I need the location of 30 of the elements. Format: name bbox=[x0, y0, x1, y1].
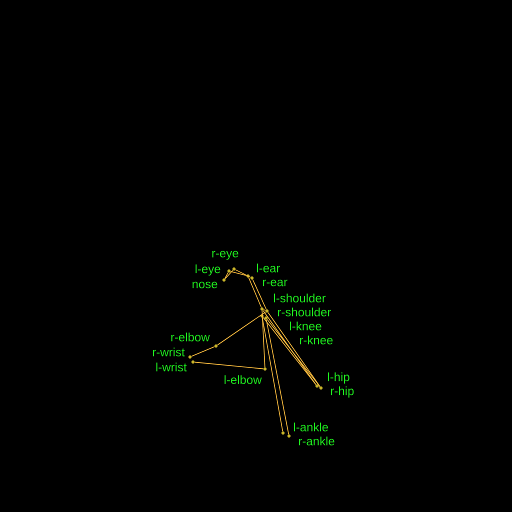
skeleton-line bbox=[266, 319, 290, 435]
skeleton-line bbox=[263, 309, 266, 311]
skeleton-line bbox=[191, 346, 215, 357]
keypoint-label: l-hip bbox=[328, 372, 350, 384]
keypoint-label: r-shoulder bbox=[278, 308, 332, 316]
keypoint-label: l-knee bbox=[290, 322, 322, 330]
skeleton-line bbox=[224, 270, 234, 280]
skeleton-line bbox=[262, 310, 266, 368]
keypoint-label: r-knee bbox=[300, 336, 333, 344]
keypoint-label: l-wrist bbox=[156, 362, 187, 372]
skeleton-line bbox=[217, 312, 266, 346]
keypoint-label: r-ankle bbox=[299, 436, 334, 446]
keypoint-label: l-elbow bbox=[224, 375, 262, 384]
keypoint-label: r-wrist bbox=[152, 348, 185, 356]
keypoint-label: r-hip bbox=[331, 386, 354, 398]
skeleton-line bbox=[230, 271, 247, 276]
keypoint-label: nose bbox=[192, 282, 218, 288]
skeleton-line bbox=[235, 269, 251, 278]
skeleton-line bbox=[248, 277, 262, 308]
keypoint-label: r-eye bbox=[212, 250, 238, 260]
keypoint-label: r-ear bbox=[263, 280, 288, 286]
keypoint-label: l-eye bbox=[196, 264, 220, 276]
skeleton-line bbox=[252, 279, 267, 310]
skeleton-line bbox=[194, 362, 264, 370]
keypoint-label: l-ear bbox=[257, 264, 280, 272]
skeleton-line bbox=[224, 272, 229, 279]
keypoint-label: l-ankle bbox=[294, 422, 328, 432]
keypoint-label: r-elbow bbox=[171, 332, 210, 342]
keypoint-label: l-shoulder bbox=[274, 294, 326, 302]
skeleton-line bbox=[262, 317, 284, 432]
